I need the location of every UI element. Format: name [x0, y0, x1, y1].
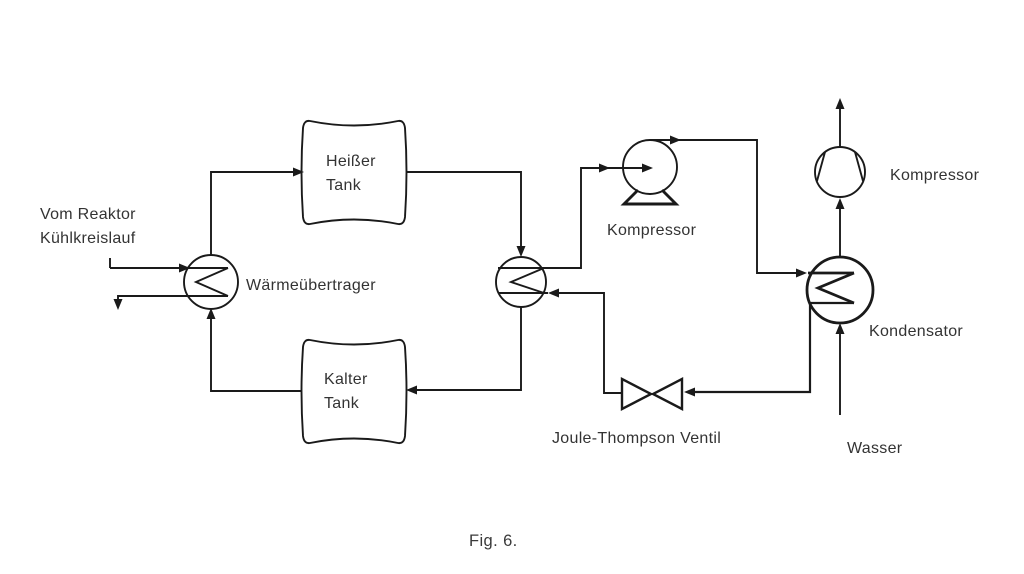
pipe-mid-hx-to-cold-tank	[406, 307, 522, 395]
figure-caption: Fig. 6.	[469, 532, 518, 550]
evaporator-heat-exchanger-symbol	[495, 256, 548, 308]
water-inlet-line	[835, 323, 845, 415]
compressor-mid-label: Kompressor	[607, 222, 697, 239]
flow-arrow-icon	[206, 308, 216, 319]
compressor-top-label: Kompressor	[890, 167, 980, 184]
pipe-hot-tank-to-mid-hx	[406, 171, 526, 257]
cold-tank-symbol	[300, 338, 408, 445]
flow-arrow-icon	[670, 135, 681, 145]
flow-arrow-icon	[599, 163, 610, 173]
flow-arrow-icon	[516, 246, 526, 257]
pipe-condenser-to-top-compressor	[835, 198, 845, 257]
condenser-label: Kondensator	[869, 323, 964, 340]
flow-arrow-icon	[179, 263, 190, 273]
heat-exchanger-label: Wärmeübertrager	[246, 277, 376, 294]
condenser-symbol	[805, 255, 875, 325]
hot-tank-label-line2: Tank	[326, 177, 361, 194]
pipe-hx-to-hot-tank	[210, 167, 304, 255]
pipe-valve-to-mid-hx	[548, 288, 622, 394]
exhaust-line	[835, 98, 845, 147]
flow-arrow-icon	[548, 288, 559, 298]
flow-arrow-icon	[835, 323, 845, 334]
cold-tank-label-line1: Kalter	[324, 371, 368, 388]
hot-tank-label-line1: Heißer	[326, 153, 376, 170]
compressor-pump-symbol	[620, 139, 680, 206]
cold-tank-label-line2: Tank	[324, 395, 359, 412]
flow-arrow-icon	[684, 387, 695, 397]
reactor-source-label-line2: Kühlkreislauf	[40, 230, 136, 247]
flow-arrow-icon	[113, 299, 123, 310]
top-compressor-symbol	[814, 146, 866, 198]
flow-arrow-icon	[835, 198, 845, 209]
heat-exchanger-symbol	[183, 254, 239, 310]
pipe-compressor-to-condenser	[650, 135, 807, 278]
pipe-condenser-to-valve	[684, 301, 854, 397]
flow-arrow-icon	[835, 98, 845, 109]
pipe-cold-tank-to-hx	[206, 308, 302, 392]
pipe-mid-hx-to-compressor	[548, 163, 653, 269]
reactor-coolant-lines	[109, 258, 229, 310]
flow-arrow-icon	[293, 167, 304, 177]
jt-valve-label: Joule-Thompson Ventil	[552, 430, 722, 447]
flow-arrow-icon	[642, 163, 653, 173]
flow-arrow-icon	[796, 268, 807, 278]
hot-tank-symbol	[300, 119, 408, 226]
water-label: Wasser	[847, 440, 903, 457]
jt-valve-symbol	[620, 377, 684, 411]
reactor-source-label-line1: Vom Reaktor	[40, 206, 136, 223]
flow-arrow-icon	[406, 385, 417, 395]
